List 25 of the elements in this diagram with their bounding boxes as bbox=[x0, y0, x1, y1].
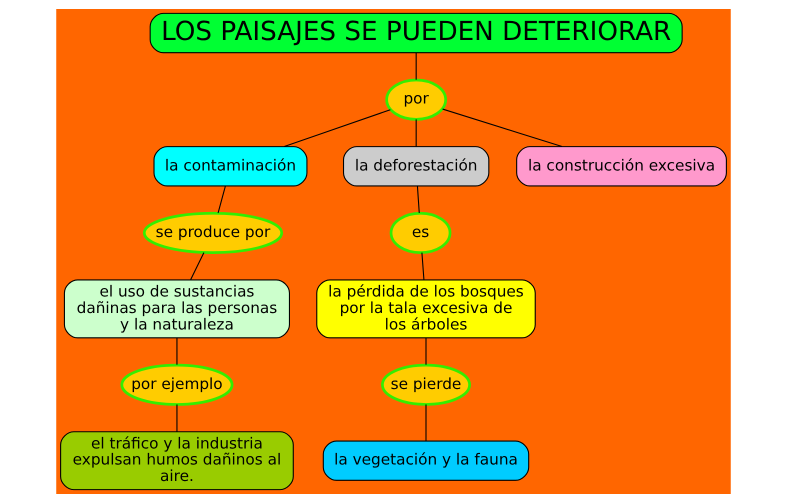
node-box: el uso de sustancias dañinas para las personas y la naturaleza bbox=[64, 278, 290, 338]
node-box: el tráfico y la industria expulsan humos dañinos al aire. bbox=[60, 430, 294, 490]
node-ellipse: se produce por bbox=[142, 211, 284, 254]
node-ellipse: por ejemplo bbox=[120, 363, 234, 406]
connector bbox=[284, 108, 391, 147]
connector bbox=[421, 252, 424, 280]
connector bbox=[416, 52, 417, 80]
connector bbox=[416, 186, 420, 213]
connector bbox=[442, 108, 562, 147]
connector bbox=[176, 404, 178, 431]
node-ellipse: por bbox=[385, 78, 448, 120]
node-box: la deforestación bbox=[342, 146, 490, 186]
connector bbox=[416, 118, 417, 146]
node-ellipse: es bbox=[390, 211, 452, 254]
connector bbox=[425, 404, 427, 440]
node-box: la construcción excesiva bbox=[516, 146, 727, 186]
node-box: la pérdida de los bosques por la tala excesiva de los árboles bbox=[316, 278, 536, 338]
connector bbox=[425, 337, 427, 364]
connector bbox=[190, 252, 204, 280]
node-ellipse: se pierde bbox=[381, 363, 471, 406]
node-box: la contaminación bbox=[153, 146, 308, 186]
connector bbox=[218, 185, 226, 213]
connector bbox=[176, 337, 178, 364]
node-box: la vegetación y la fauna bbox=[322, 440, 530, 480]
node-box: LOS PAISAJES SE PUEDEN DETERIORAR bbox=[150, 12, 683, 53]
